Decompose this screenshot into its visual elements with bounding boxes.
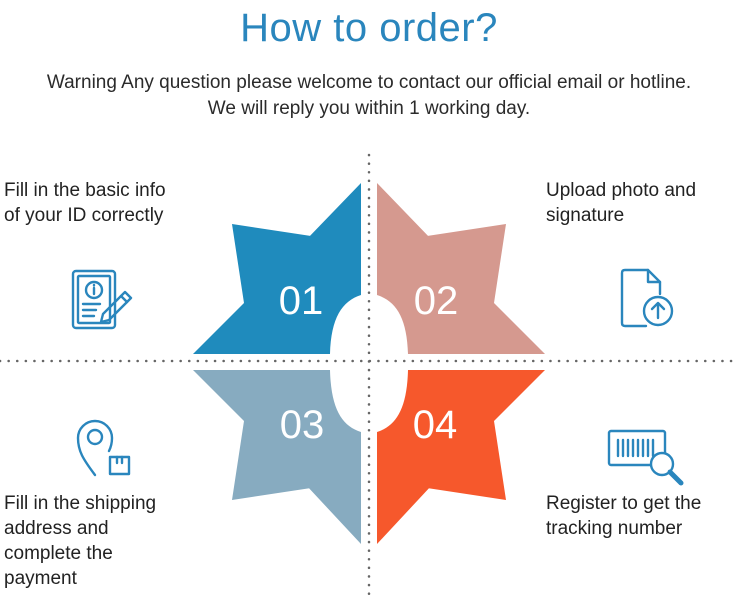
step-1-line: of your ID correctly — [4, 205, 164, 226]
step-1-line: Fill in the basic info — [4, 180, 166, 201]
step-2-description: Upload photo and signature — [546, 178, 736, 228]
step-2-shape — [377, 183, 545, 354]
step-3-line: complete the — [4, 543, 113, 564]
step-2-line: signature — [546, 205, 625, 226]
step-2-number: 02 — [414, 279, 459, 323]
location-pin-package-icon — [76, 419, 131, 477]
subtitle: Warning Any question please welcome to c… — [0, 70, 738, 122]
step-3-arrow — [193, 370, 361, 544]
step-2-arrow — [377, 183, 545, 354]
subtitle-line-1: Warning Any question please welcome to c… — [46, 72, 692, 93]
step-3-line: payment — [4, 568, 77, 589]
step-1-description: Fill in the basic info of your ID correc… — [4, 178, 204, 228]
step-3-line: Fill in the shipping — [4, 493, 157, 514]
step-4-number: 04 — [413, 403, 458, 447]
step-3-line: address and — [4, 518, 109, 539]
step-3-number: 03 — [280, 403, 325, 447]
step-4-description: Register to get the tracking number — [546, 491, 736, 541]
page-title: How to order? — [240, 6, 498, 50]
document-upload-icon — [620, 268, 674, 328]
step-4-arrow — [377, 370, 545, 544]
subtitle-line-2: We will reply you within 1 working day. — [207, 98, 531, 119]
step-1-shape — [193, 183, 361, 354]
step-3-description: Fill in the shipping address and complet… — [4, 491, 194, 591]
step-4-line: tracking number — [546, 518, 683, 539]
id-form-pen-icon — [71, 269, 133, 330]
step-1-arrow — [193, 183, 361, 354]
step-3-shape — [193, 370, 361, 544]
barcode-search-icon — [607, 429, 684, 486]
step-4-shape — [377, 370, 545, 544]
step-1-number: 01 — [279, 279, 324, 323]
step-2-line: Upload photo and — [546, 180, 697, 201]
step-4-line: Register to get the — [546, 493, 702, 514]
